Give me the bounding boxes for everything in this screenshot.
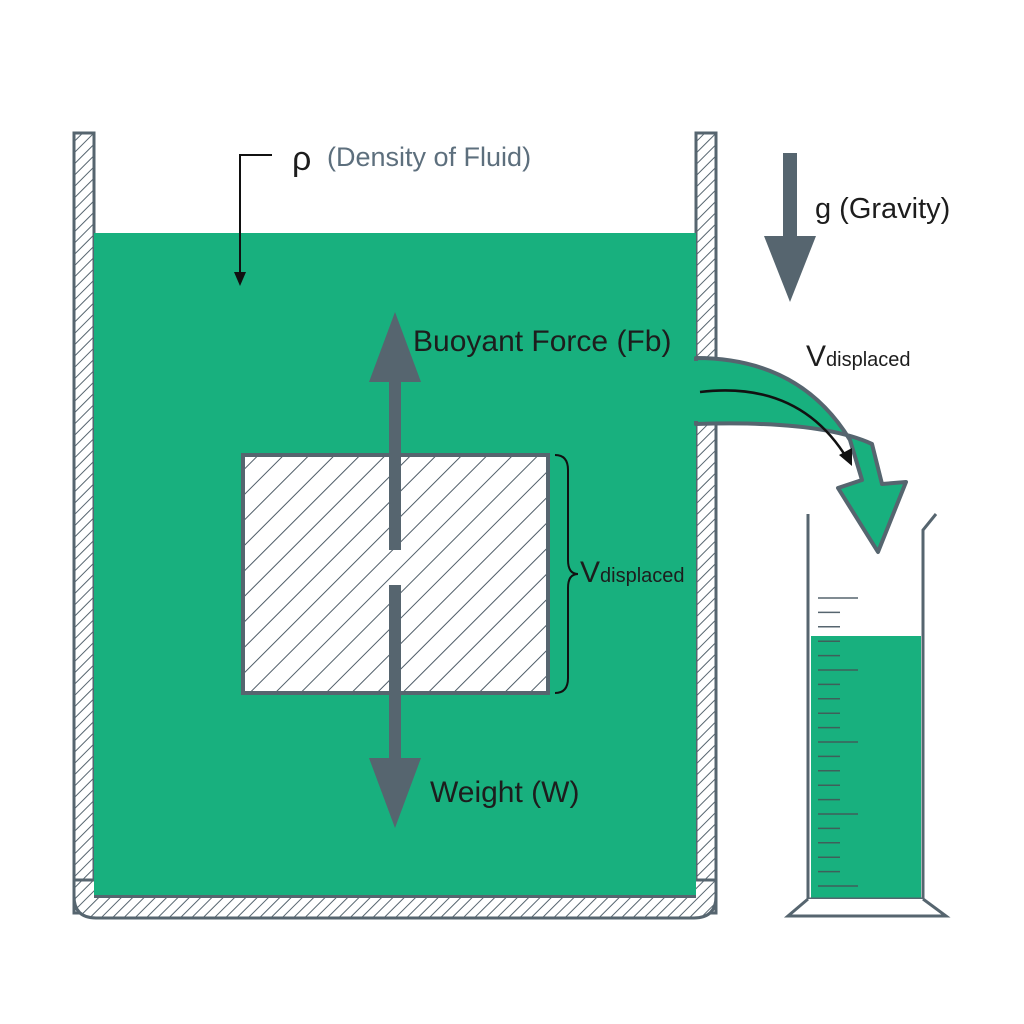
gravity-label: g (Gravity) [815,193,950,225]
tank-inner-bottom [94,895,696,898]
volume-displaced-label: Vdisplaced [580,556,685,589]
tank-left-wall [72,131,96,915]
outflow-subscript: displaced [826,349,911,371]
gravity-arrow [764,153,816,302]
buoyant-arrow-shaft [389,375,401,550]
density-text-label: (Density of Fluid) [327,142,531,172]
volume-v: V [580,556,600,589]
volume-subscript: displaced [600,565,685,587]
weight-arrow-shaft [389,585,401,765]
outflow-v: V [806,340,826,373]
overflow-stream [693,356,908,554]
gravity-arrow-head [764,236,816,302]
buoyant-arrow-head [369,312,421,382]
cylinder-scale-ticks [818,597,858,887]
outflow-displaced-label: Vdisplaced [806,340,911,373]
weight-arrow-head [369,758,421,828]
density-pointer-head [234,272,246,286]
gravity-arrow-shaft [783,153,797,248]
weight-arrow [369,585,421,828]
buoyant-force-label: Buoyant Force (Fb) [413,325,671,358]
cylinder-base [783,897,951,918]
overflow-arrow [694,356,908,554]
spout-gap [693,361,703,421]
volume-brace [554,454,579,694]
buoyant-force-arrow [369,312,421,550]
density-pointer-line [239,154,272,275]
cylinder-fluid [811,636,921,899]
flow-direction-arrow [699,389,850,461]
density-pointer [234,154,272,286]
weight-label: Weight (W) [430,776,579,809]
density-symbol-label: ρ [292,140,311,178]
flow-arrowhead [839,448,852,466]
tank-right-wall [694,131,718,915]
graduated-cylinder [783,513,951,918]
